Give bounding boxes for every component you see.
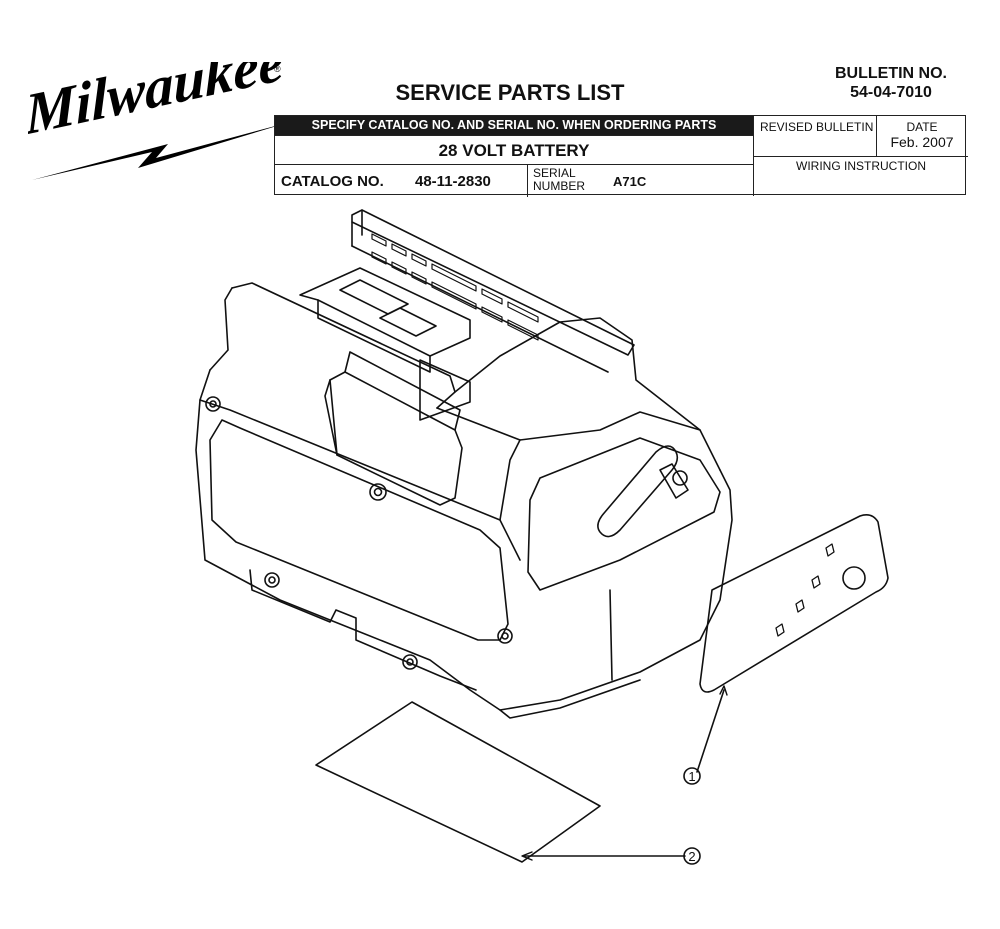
- bulletin-number: 54-04-7010: [850, 84, 932, 101]
- lightning-bolt-icon: [32, 122, 290, 180]
- milwaukee-logo: Milwaukee: [28, 62, 290, 180]
- revision-divider: [876, 116, 877, 156]
- callout-1-leader: [696, 689, 725, 773]
- serial-label-line-1: SERIAL: [533, 166, 576, 180]
- catalog-row: CATALOG NO. 48-11-2830 SERIAL NUMBER A71…: [275, 164, 753, 197]
- fuel-gauge-label-part: [699, 514, 889, 693]
- revision-column: REVISED BULLETIN DATE Feb. 2007 WIRING I…: [753, 116, 968, 196]
- callout-1-arrow: [719, 685, 728, 696]
- nameplate-label-part: [315, 701, 601, 863]
- ordering-banner: SPECIFY CATALOG NO. AND SERIAL NO. WHEN …: [275, 116, 753, 135]
- serial-label-line-2: NUMBER: [533, 179, 586, 193]
- callout-2-arrow: [521, 851, 533, 861]
- serial-label: SERIAL NUMBER: [533, 167, 585, 193]
- page-title: SERVICE PARTS LIST: [395, 80, 625, 105]
- catalog-divider: [527, 165, 528, 197]
- date-value: Feb. 2007: [890, 134, 954, 150]
- product-name: 28 VOLT BATTERY: [275, 135, 753, 164]
- serial-number: A71C: [613, 174, 647, 189]
- callout-1-number: 1: [688, 769, 695, 784]
- revised-bulletin-label: REVISED BULLETIN: [760, 120, 874, 134]
- battery-exploded-drawing: 1 2: [195, 209, 889, 865]
- parts-info-table: SPECIFY CATALOG NO. AND SERIAL NO. WHEN …: [274, 115, 968, 197]
- callout-1-circle: [683, 767, 701, 785]
- revision-hr: [754, 156, 968, 157]
- date-label: DATE: [906, 120, 938, 134]
- battery-pack: [195, 209, 733, 719]
- bulletin-label: BULLETIN NO.: [835, 65, 947, 82]
- wiring-instruction-label: WIRING INSTRUCTION: [796, 159, 926, 173]
- catalog-number: 48-11-2830: [415, 173, 491, 190]
- callout-2-circle: [683, 847, 701, 865]
- registered-mark: ®: [274, 64, 281, 74]
- screw-icon: [205, 396, 513, 670]
- catalog-label: CATALOG NO.: [281, 173, 384, 190]
- callout-2-number: 2: [688, 849, 695, 864]
